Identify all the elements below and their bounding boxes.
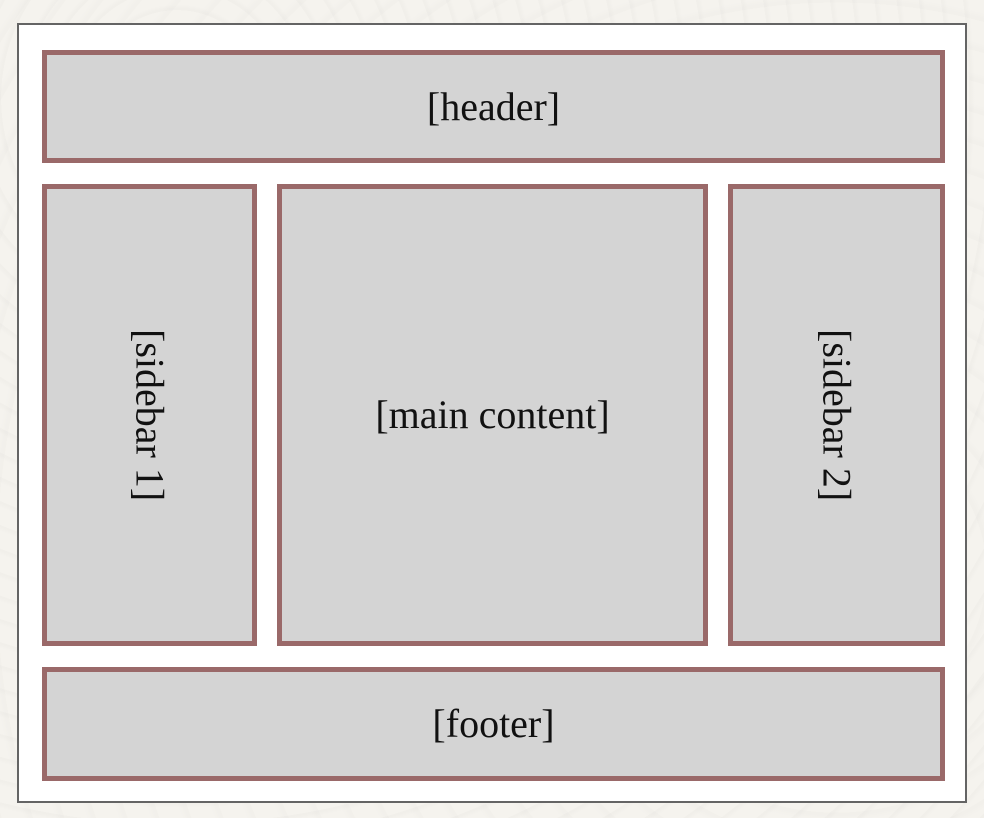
sidebar-1-label: [sidebar 1] <box>127 328 173 502</box>
sidebar-2-box: [sidebar 2] <box>728 184 945 646</box>
footer-box: [footer] <box>42 667 945 781</box>
sidebar-2-label: [sidebar 2] <box>814 328 860 502</box>
layout-container: [header] [sidebar 1] [main content] [sid… <box>17 23 967 803</box>
header-box: [header] <box>42 50 945 163</box>
footer-label: [footer] <box>432 701 555 746</box>
sidebar-1-box: [sidebar 1] <box>42 184 257 646</box>
header-label: [header] <box>426 83 561 129</box>
main-content-box: [main content] <box>277 184 708 646</box>
main-content-label: [main content] <box>375 392 610 437</box>
